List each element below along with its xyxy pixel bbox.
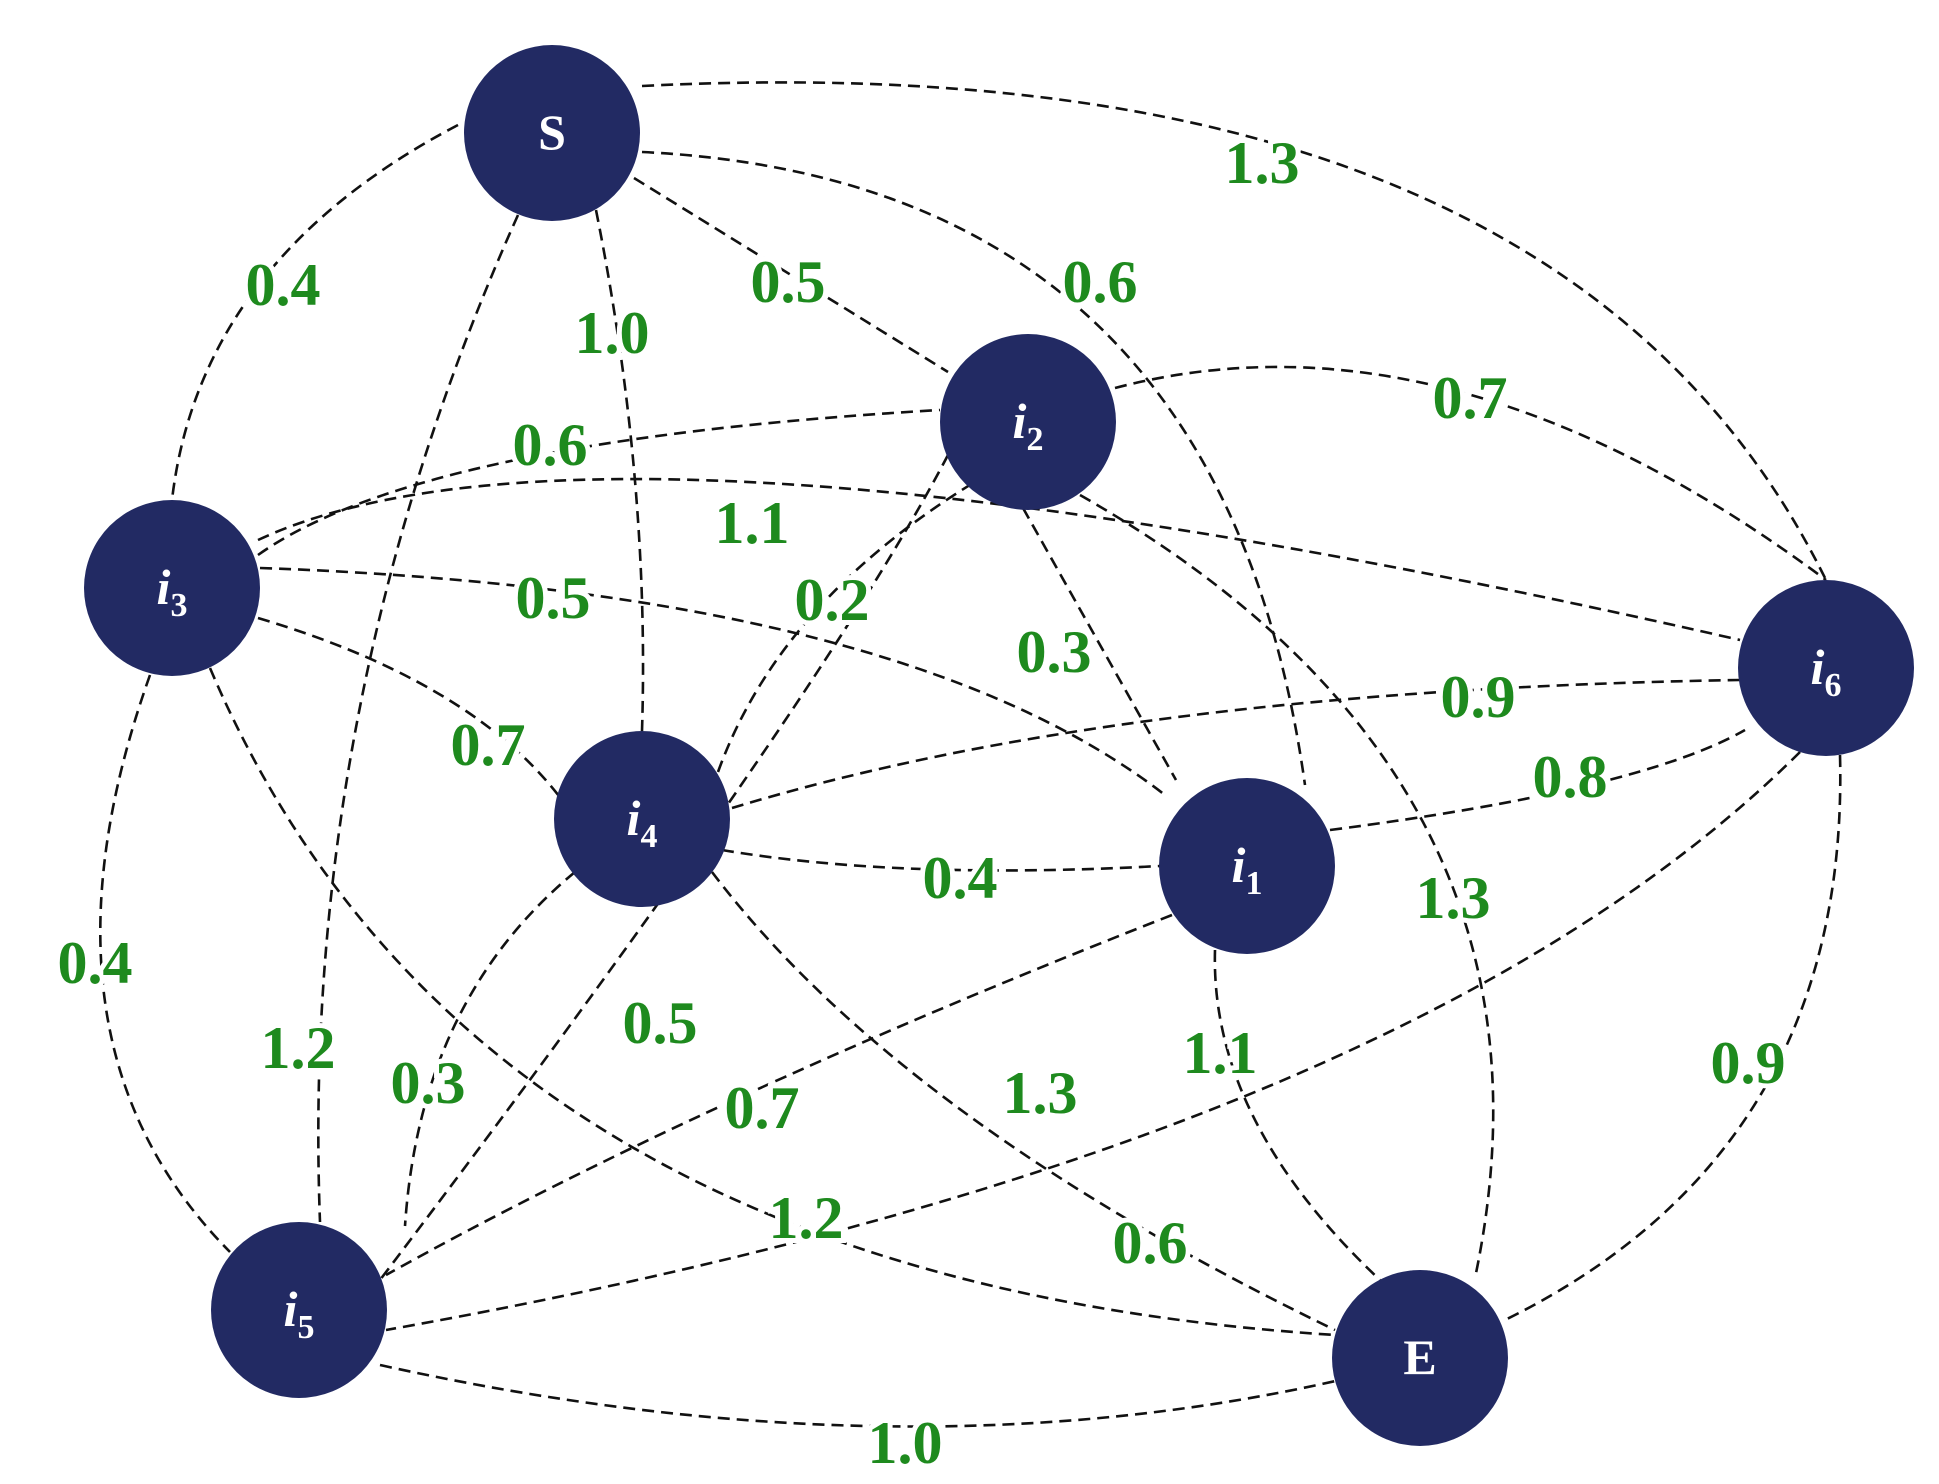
edge-i4-i1 — [721, 848, 1161, 872]
edge-weight-S-i4: 1.0 — [575, 300, 650, 366]
edge-weight-i1-i5: 0.7 — [725, 1075, 800, 1141]
edge-weight-S-i2: 0.5 — [751, 249, 826, 315]
edge-i2-i6 — [1114, 365, 1827, 582]
node-i3: i3 — [84, 500, 260, 676]
edge-i3-i4 — [257, 616, 584, 831]
edge-i3-i2 — [257, 408, 941, 557]
edge-weight-i5-E: 1.0 — [868, 1410, 943, 1476]
edge-weight-S-i1: 0.6 — [1063, 249, 1138, 315]
edge-weight-i6-i5: 0.6 — [1113, 1210, 1188, 1276]
edges — [98, 81, 1842, 1428]
edge-weight-S-i6: 1.3 — [1225, 130, 1300, 196]
edge-weight-i2-i1: 0.3 — [1017, 619, 1092, 685]
node-i1: i1 — [1159, 778, 1335, 954]
node-circle — [940, 334, 1116, 510]
edge-i2-i5 — [378, 454, 950, 1281]
edge-weight-i3-i4: 0.7 — [451, 712, 526, 778]
edge-weight-i1-i6: 0.8 — [1533, 744, 1608, 810]
node-label: i6 — [1811, 639, 1842, 704]
edge-i1-E — [1213, 949, 1381, 1281]
node-S: S — [464, 45, 640, 221]
edge-S-i4 — [594, 209, 645, 732]
node-circle — [1159, 778, 1335, 954]
edge-weight-S-i3: 0.4 — [246, 252, 321, 318]
edge-i4-E — [710, 871, 1336, 1332]
edge-weight-i2-i5: 0.5 — [623, 990, 698, 1056]
node-label: S — [538, 104, 566, 160]
nodes: Si2 i3 i6 i4 i1 i5E — [84, 45, 1914, 1446]
edge-weight-i1-E: 1.1 — [1183, 1020, 1258, 1086]
edge-S-i3 — [170, 123, 459, 501]
edge-i4-i6 — [731, 678, 1741, 810]
node-i2: i2 — [940, 334, 1116, 510]
edge-weight-i4-i5: 0.3 — [391, 1050, 466, 1116]
edge-S-i1 — [641, 150, 1307, 786]
edge-i2-E — [1079, 493, 1495, 1279]
edge-weight-i2-E: 1.3 — [1416, 865, 1491, 931]
node-label: i3 — [157, 559, 188, 624]
edge-weight-i2-i6: 0.7 — [1433, 365, 1508, 431]
edge-i4-i5 — [403, 870, 576, 1227]
node-label: E — [1403, 1329, 1436, 1385]
edge-weight-i4-i6: 0.9 — [1441, 664, 1516, 730]
node-i4: i4 — [554, 731, 730, 907]
edge-weight-S-i5: 1.2 — [261, 1015, 336, 1081]
edge-i5-E — [379, 1363, 1341, 1428]
edge-i6-E — [1504, 754, 1842, 1322]
edge-i6-i5 — [385, 751, 1801, 1332]
edge-weight-i3-i2: 0.6 — [513, 412, 588, 478]
node-circle — [1332, 1270, 1508, 1446]
edge-S-i5 — [317, 214, 520, 1223]
node-circle — [84, 500, 260, 676]
node-circle — [554, 731, 730, 907]
edge-S-i6 — [641, 81, 1828, 581]
edge-i3-i5 — [98, 674, 231, 1253]
edge-weight-i3-i6: 1.1 — [715, 490, 790, 556]
node-circle — [464, 45, 640, 221]
edge-S-i2 — [633, 176, 949, 374]
node-circle — [1738, 580, 1914, 756]
edge-weight-i3-i5: 0.4 — [58, 930, 133, 996]
edge-weight-i3-E: 1.2 — [769, 1185, 844, 1251]
edge-weight-i3-i1: 0.5 — [516, 565, 591, 631]
edge-weight-i6-E: 0.9 — [1711, 1030, 1786, 1096]
edge-i1-i5 — [385, 913, 1173, 1277]
edge-weight-i2-i4: 0.2 — [795, 567, 870, 633]
edge-i3-E — [208, 667, 1336, 1337]
node-label: i1 — [1232, 837, 1263, 902]
edge-weight-i4-E: 1.3 — [1003, 1060, 1078, 1126]
node-label: i4 — [627, 790, 658, 855]
edge-weights: 0.4 1.0 0.5 0.6 1.3 1.2 0.6 1.1 0.5 0.7 0.4 1.2 0.7 0… — [53, 125, 1791, 1481]
node-E: E — [1332, 1270, 1508, 1446]
edge-weight-i4-i1: 0.4 — [923, 845, 998, 911]
node-label: i5 — [284, 1281, 315, 1346]
node-label: i2 — [1013, 393, 1044, 458]
edge-i2-i4 — [716, 478, 979, 773]
node-i6: i6 — [1738, 580, 1914, 756]
edge-i3-i1 — [259, 566, 1166, 797]
node-i5: i5 — [211, 1222, 387, 1398]
edge-i2-i1 — [1021, 507, 1178, 781]
edge-i1-i6 — [1329, 728, 1746, 832]
node-circle — [211, 1222, 387, 1398]
